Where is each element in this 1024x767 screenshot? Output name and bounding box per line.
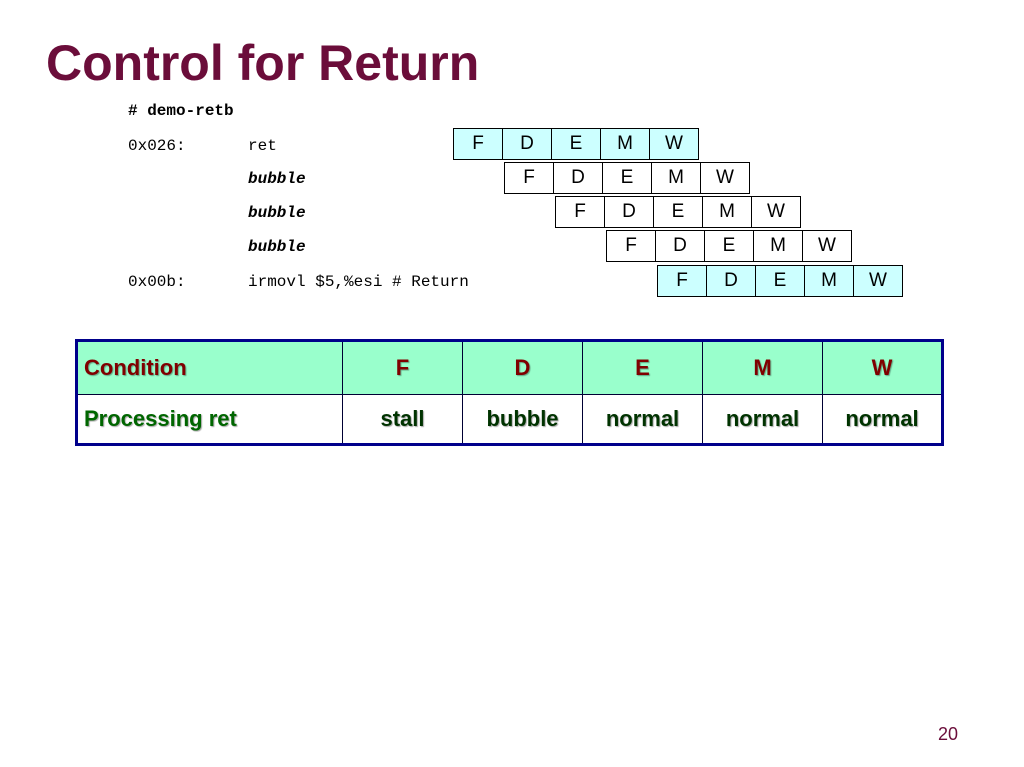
pipeline-row-irmovl: F D E M W <box>657 265 903 297</box>
table-cell: normal <box>702 394 823 445</box>
stage-cell: F <box>555 196 605 228</box>
stage-cell: W <box>802 230 852 262</box>
header-cell-condition: Condition <box>76 340 343 395</box>
control-table: Condition F D E M W Processing ret stall… <box>75 339 944 446</box>
code-comment: # demo-retb <box>128 102 234 120</box>
stage-cell: E <box>755 265 805 297</box>
pipeline-row-ret: F D E M W <box>453 128 699 160</box>
code-instruction: irmovl $5,%esi # Return <box>248 273 469 291</box>
table-cell: bubble <box>462 394 583 445</box>
pipeline-row-bubble: F D E M W <box>606 230 852 262</box>
stage-cell: M <box>651 162 701 194</box>
header-cell-f: F <box>342 340 463 395</box>
header-cell-m: M <box>702 340 823 395</box>
stage-cell: M <box>702 196 752 228</box>
stage-cell: E <box>602 162 652 194</box>
slide-title: Control for Return <box>46 35 480 91</box>
table-row: Processing ret stall bubble normal norma… <box>76 394 943 445</box>
stage-cell: F <box>657 265 707 297</box>
stage-cell: D <box>553 162 603 194</box>
stage-cell: M <box>600 128 650 160</box>
stage-cell: M <box>804 265 854 297</box>
pipeline-row-bubble: F D E M W <box>555 196 801 228</box>
stage-cell: W <box>649 128 699 160</box>
pipeline-row-bubble: F D E M W <box>504 162 750 194</box>
stage-cell: W <box>700 162 750 194</box>
stage-cell: W <box>751 196 801 228</box>
table-header-row: Condition F D E M W <box>76 340 943 395</box>
stage-cell: W <box>853 265 903 297</box>
stage-cell: E <box>551 128 601 160</box>
stage-cell: F <box>606 230 656 262</box>
code-address: 0x026: <box>128 137 186 155</box>
stage-cell: F <box>504 162 554 194</box>
code-bubble: bubble <box>248 238 306 256</box>
stage-cell: F <box>453 128 503 160</box>
stage-cell: E <box>653 196 703 228</box>
header-cell-d: D <box>462 340 583 395</box>
stage-cell: E <box>704 230 754 262</box>
header-cell-e: E <box>582 340 703 395</box>
header-cell-w: W <box>822 340 943 395</box>
table-cell: stall <box>342 394 463 445</box>
page-number: 20 <box>937 724 958 744</box>
table-cell: normal <box>822 394 943 445</box>
stage-cell: M <box>753 230 803 262</box>
stage-cell: D <box>655 230 705 262</box>
stage-cell: D <box>706 265 756 297</box>
table-cell: Processing ret <box>76 394 343 445</box>
stage-cell: D <box>604 196 654 228</box>
stage-cell: D <box>502 128 552 160</box>
code-address: 0x00b: <box>128 273 186 291</box>
code-instruction: ret <box>248 137 277 155</box>
code-bubble: bubble <box>248 204 306 222</box>
code-bubble: bubble <box>248 170 306 188</box>
table-cell: normal <box>582 394 703 445</box>
